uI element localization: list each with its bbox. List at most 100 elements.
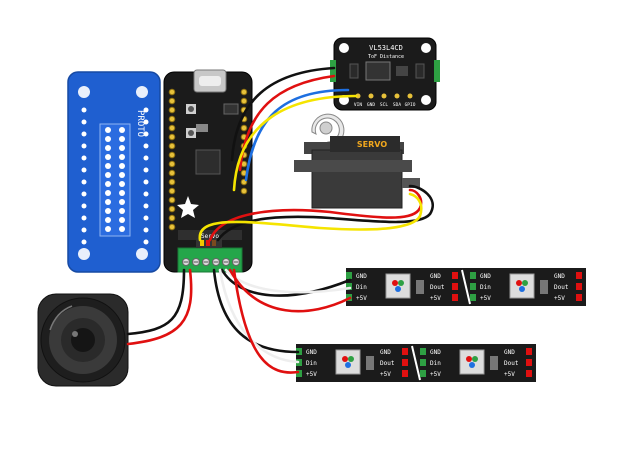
sensor-pin-label: VIN — [354, 102, 362, 108]
wire-sensor-gnd — [230, 66, 336, 162]
proto-hole — [105, 154, 111, 160]
strip-pad-out — [526, 348, 532, 355]
header-pin — [168, 178, 176, 186]
strip-pin-label: +5V — [356, 295, 367, 302]
proto-hole — [143, 107, 149, 113]
strip-pad-in — [296, 370, 302, 377]
strip-pin-label: Dout — [430, 284, 445, 291]
proto-hole — [119, 172, 125, 178]
strip-pin-label: GND — [480, 273, 491, 280]
proto-hole — [143, 131, 149, 137]
proto-hole — [81, 167, 87, 173]
strip-pad-out — [452, 272, 458, 279]
proto-hole — [143, 227, 149, 233]
led-blue-die — [519, 286, 525, 292]
strip-pin-label: Dout — [504, 360, 519, 367]
strip-pad-in — [470, 294, 476, 301]
strip-pad-in — [420, 348, 426, 355]
wire-strip-bottom-din — [218, 268, 300, 364]
wires — [126, 66, 434, 374]
strip-pin-label: +5V — [480, 295, 491, 302]
sensor-pin-label: SCL — [380, 102, 388, 108]
wire-sensor-scl — [232, 94, 358, 192]
sensor-pin — [407, 93, 413, 99]
star-logo-icon — [177, 196, 199, 218]
wire-sensor-sda — [244, 88, 350, 182]
proto-hole — [143, 119, 149, 125]
wire-servo-power — [208, 188, 423, 242]
wire-strip-bottom-5v — [232, 268, 300, 374]
proto-hole — [119, 136, 125, 142]
led-green-die — [398, 280, 404, 286]
strip-pad-out — [402, 348, 408, 355]
proto-hole — [143, 167, 149, 173]
proto-hole — [143, 239, 149, 245]
header-pin — [168, 151, 176, 159]
strip-pad-out — [576, 283, 582, 290]
strip-pad-in — [346, 272, 352, 279]
proto-hole — [119, 190, 125, 196]
proto-hole — [143, 203, 149, 209]
header-pin — [168, 214, 176, 222]
strip-pin-label: GND — [504, 349, 515, 356]
sensor-pin-label: SDA — [393, 102, 401, 108]
led-green-die — [472, 356, 478, 362]
strip-pin-label: +5V — [504, 371, 515, 378]
strip-pin-label: GND — [306, 349, 317, 356]
capacitor — [540, 280, 548, 294]
strip-pad-out — [526, 359, 532, 366]
sensor-pin — [381, 93, 387, 99]
speaker — [37, 293, 129, 387]
strip-pad-in — [420, 359, 426, 366]
proto-hole — [143, 143, 149, 149]
strip-pad-in — [470, 283, 476, 290]
proto-hole — [105, 127, 111, 133]
proto-hole — [105, 190, 111, 196]
strip-pad-in — [470, 272, 476, 279]
header-pin — [168, 124, 176, 132]
header-pin — [240, 88, 248, 96]
sensor-title: VL53L4CD — [369, 44, 403, 52]
proto-hole — [81, 131, 87, 137]
strip-pin-label: GND — [430, 273, 441, 280]
proto-hole — [105, 199, 111, 205]
header-pin — [168, 160, 176, 168]
strip-pin-label: Din — [430, 360, 441, 367]
strip-pad-out — [402, 370, 408, 377]
strip-pin-label: Dout — [380, 360, 395, 367]
header-pin — [168, 223, 176, 231]
sensor-pin-label: GPIO — [405, 102, 416, 108]
led-red-die — [392, 280, 398, 286]
feather-header-pins — [168, 88, 248, 231]
wire-strip-bottom-gnd — [212, 268, 300, 354]
proto-hole — [81, 191, 87, 197]
servo-label: SERVO — [357, 140, 387, 149]
strip-pin-label: GND — [430, 349, 441, 356]
strip-pad-out — [576, 272, 582, 279]
proto-hole — [143, 215, 149, 221]
proto-hole — [119, 127, 125, 133]
proto-hole — [119, 181, 125, 187]
proto-hole — [119, 199, 125, 205]
led-red-die — [466, 356, 472, 362]
proto-hole — [143, 179, 149, 185]
proto-hole — [81, 239, 87, 245]
proto-hole — [81, 143, 87, 149]
led-package — [385, 273, 411, 299]
sensor-pin-label: GND — [367, 102, 375, 108]
header-pin — [168, 142, 176, 150]
strip-pin-label: +5V — [430, 371, 441, 378]
strip-pin-label: Din — [306, 360, 317, 367]
tof-sensor-chip — [365, 61, 391, 81]
strip-pad-out — [452, 283, 458, 290]
proto-board-label: PROTO — [135, 110, 145, 137]
led-blue-die — [469, 362, 475, 368]
sensor-pin — [394, 93, 400, 99]
proto-hole — [105, 226, 111, 232]
strip-pad-in — [346, 283, 352, 290]
strip-pin-label: +5V — [554, 295, 565, 302]
